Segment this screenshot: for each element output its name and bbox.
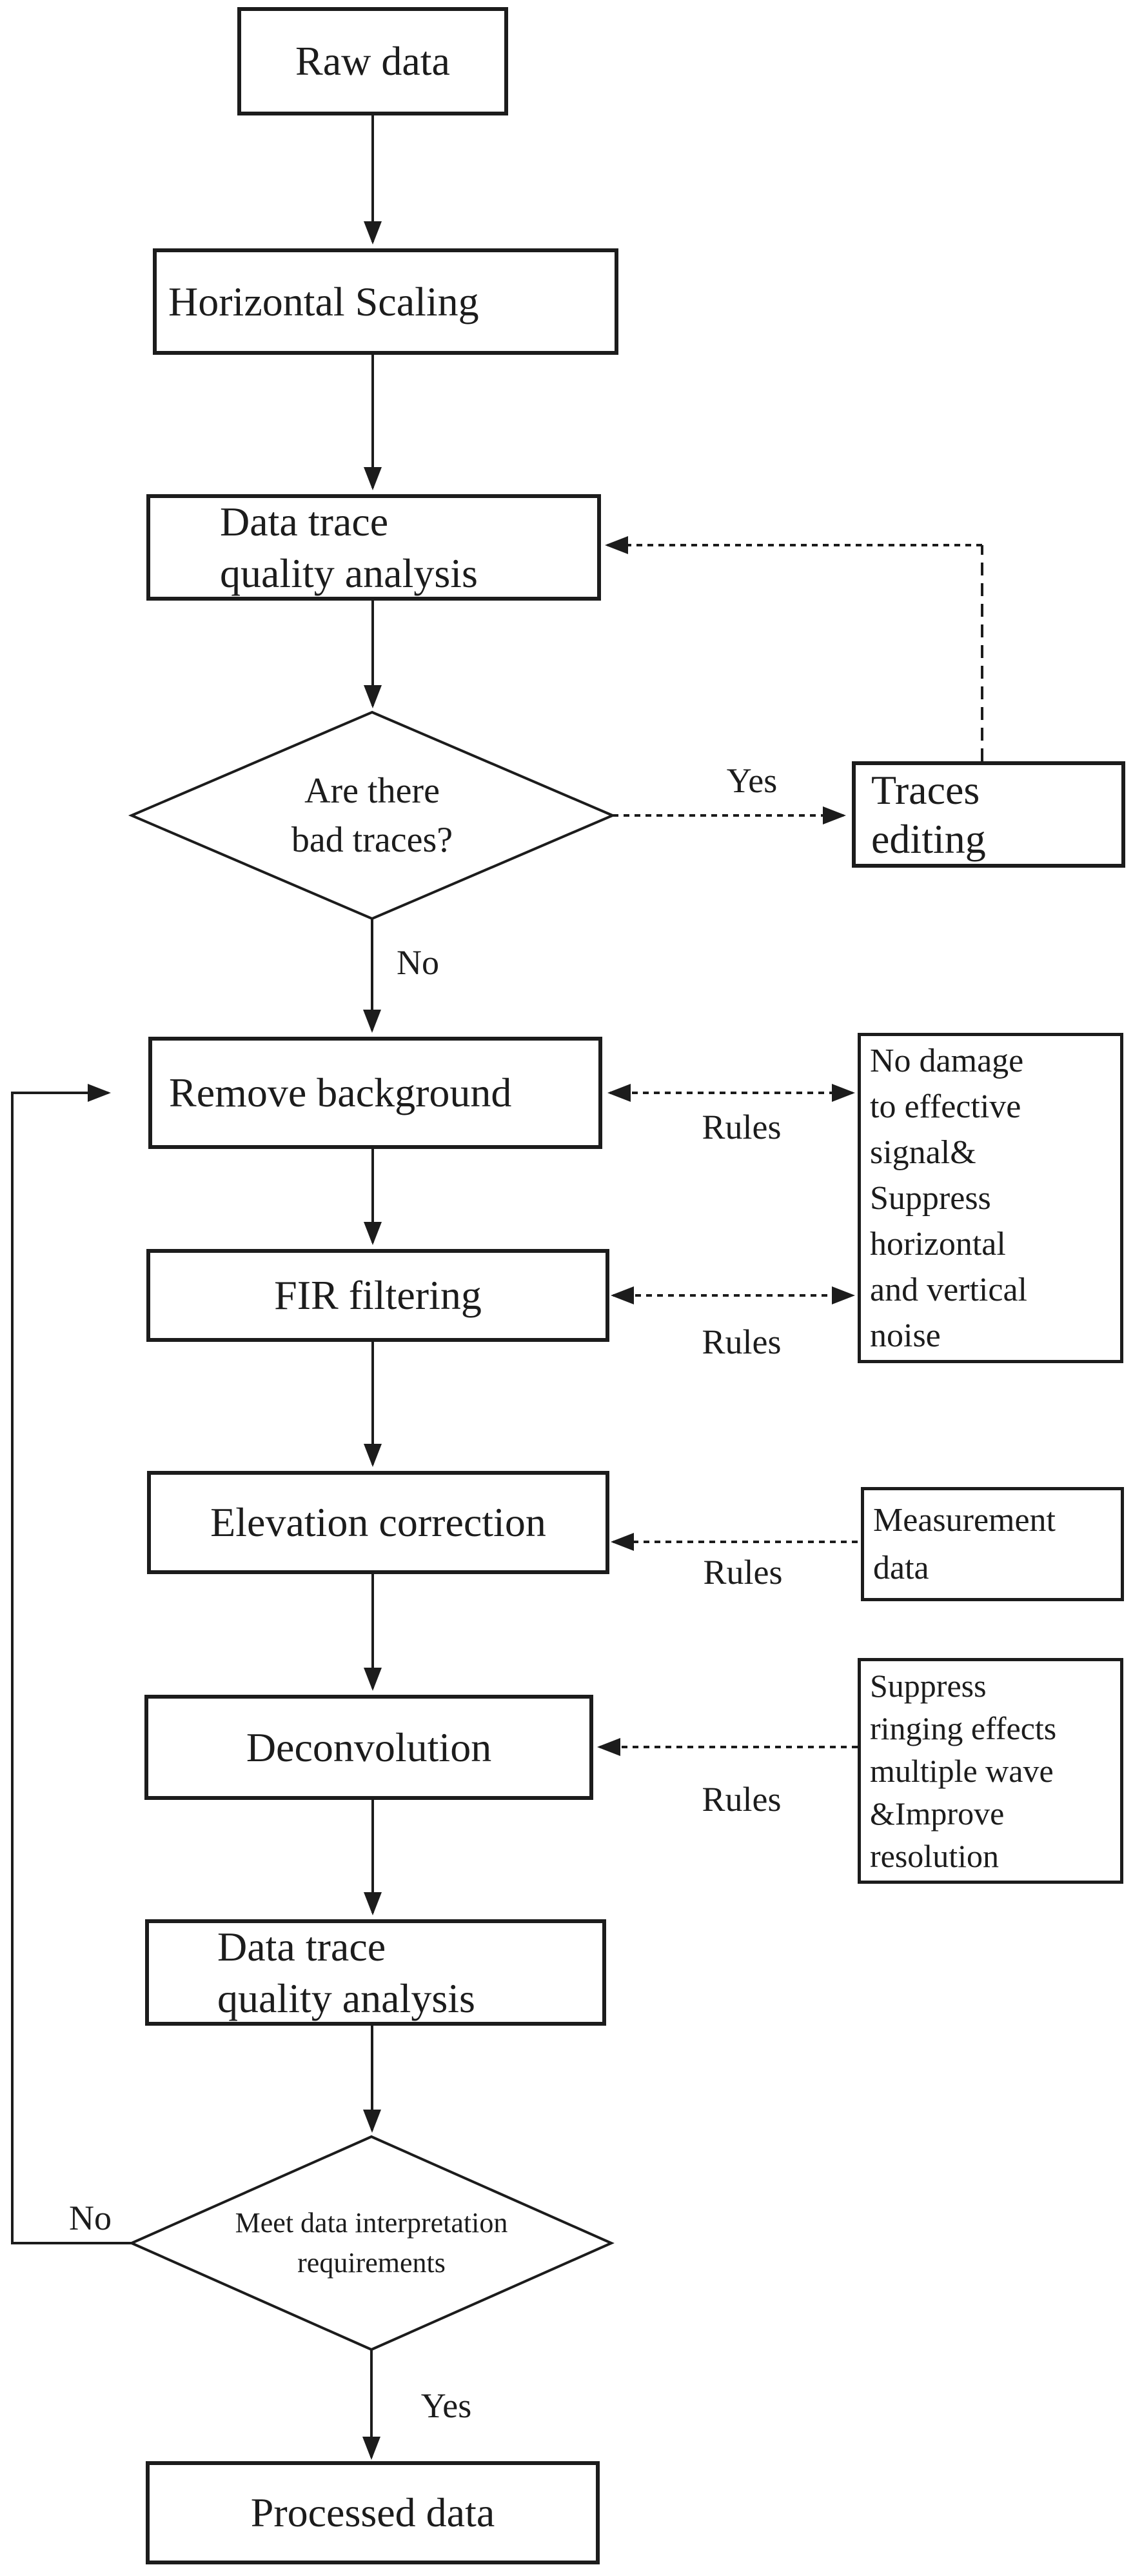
node-note-no-damage: No damage to effective signal& Suppress … [858, 1033, 1123, 1363]
edge-label-yes-2: Yes [420, 2386, 472, 2425]
node-remove-background: Remove background [148, 1037, 602, 1149]
node-processed-data-label: Processed data [250, 2490, 495, 2535]
node-traces-editing: Traces editing [852, 761, 1125, 868]
edge-label-rules-3: Rules [703, 1553, 783, 1592]
edge-label-rules-2: Rules [702, 1323, 782, 1361]
node-note-suppress: Suppress ringing effects multiple wave &… [858, 1658, 1123, 1884]
node-fir-filtering: FIR filtering [146, 1249, 609, 1342]
node-note-no-damage-label: No damage to effective signal& Suppress … [870, 1042, 1027, 1354]
node-raw-data-label: Raw data [295, 38, 450, 84]
edge-label-no-2: No [69, 2199, 112, 2237]
node-note-suppress-label: Suppress ringing effects multiple wave &… [870, 1668, 1057, 1874]
node-elevation-correction-label: Elevation correction [210, 1499, 546, 1545]
node-note-measurement-label: Measurement data [873, 1501, 1056, 1586]
decision-meet-requirements-label: Meet data interpretation requirements [235, 2207, 508, 2279]
node-processed-data: Processed data [146, 2461, 600, 2564]
node-data-trace-quality-analysis-2: Data trace quality analysis [145, 1919, 606, 2026]
node-deconvolution-label: Deconvolution [246, 1724, 492, 1770]
node-horizontal-scaling: Horizontal Scaling [153, 248, 618, 355]
node-data-trace-quality-analysis-1: Data trace quality analysis [146, 494, 601, 601]
node-deconvolution: Deconvolution [144, 1695, 593, 1800]
node-data-trace-quality-analysis-1-label: Data trace quality analysis [220, 498, 478, 596]
node-remove-background-label: Remove background [169, 1070, 512, 1115]
decision-bad-traces-shape [128, 710, 616, 921]
node-raw-data: Raw data [237, 7, 508, 115]
edge-label-rules-1: Rules [702, 1108, 782, 1146]
node-note-measurement: Measurement data [861, 1487, 1124, 1601]
node-horizontal-scaling-label: Horizontal Scaling [168, 278, 479, 324]
decision-meet-requirements-shape [128, 2135, 615, 2351]
edge-label-yes-1: Yes [726, 761, 778, 800]
decision-bad-traces-label: Are there bad traces? [291, 771, 453, 860]
edge-label-no-1: No [397, 943, 439, 982]
edge-meetreq-no-feedback [11, 1084, 132, 2244]
node-fir-filtering-label: FIR filtering [274, 1272, 482, 1318]
edge-label-rules-4: Rules [702, 1780, 782, 1819]
node-traces-editing-label: Traces editing [871, 766, 986, 862]
node-elevation-correction: Elevation correction [147, 1471, 609, 1574]
node-data-trace-quality-analysis-2-label: Data trace quality analysis [217, 1923, 475, 2021]
